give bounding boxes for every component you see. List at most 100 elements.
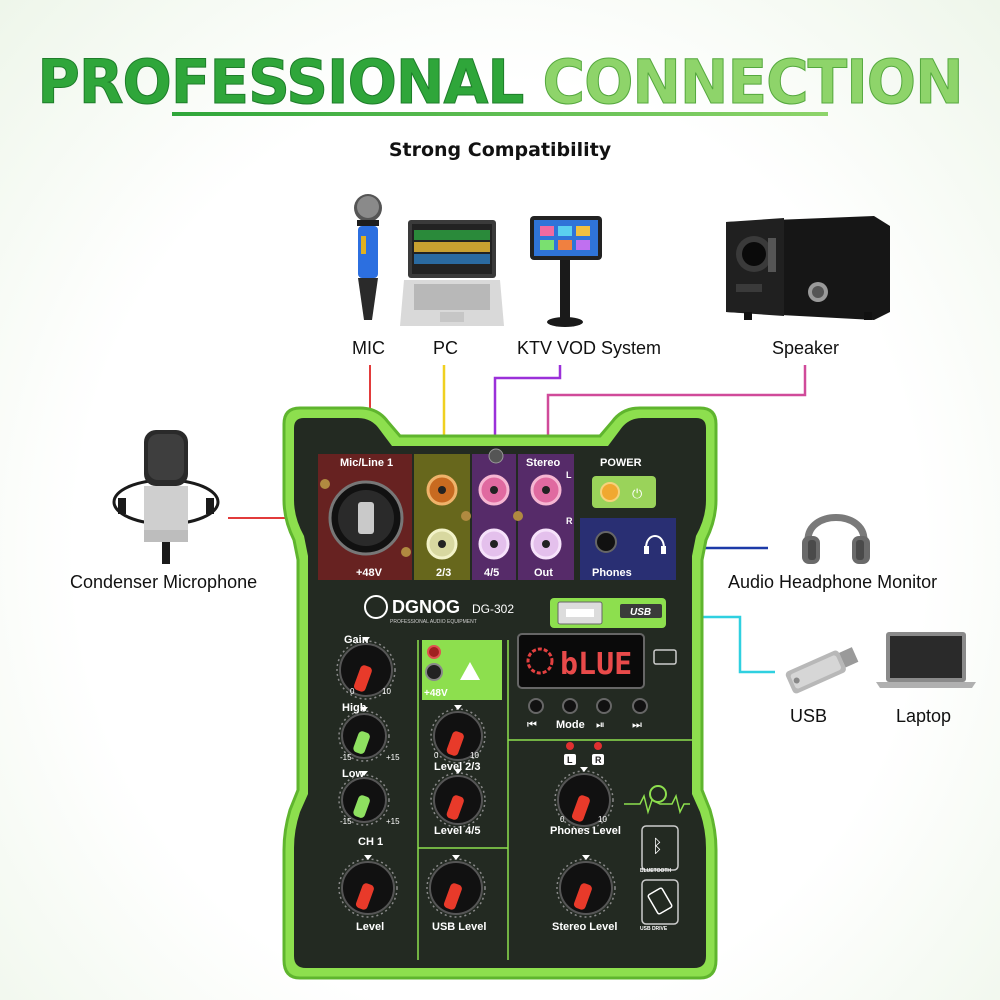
brand-name: DGNOG — [392, 597, 460, 617]
play-pause-button[interactable] — [596, 698, 612, 714]
headset-wave-icon — [624, 793, 690, 815]
port-23-label: 2/3 — [436, 567, 451, 579]
usb-level-knob[interactable] — [426, 855, 486, 918]
usb-drive-label: USB DRIVE — [640, 926, 668, 932]
phantom-label: +48V — [424, 688, 448, 699]
bluetooth-label: BLUETOOTH — [640, 868, 671, 874]
led-l — [566, 742, 574, 750]
power-icon[interactable]: ⏻ — [632, 486, 642, 501]
high-knob[interactable] — [338, 707, 390, 762]
next-icon: ⏭ — [632, 719, 642, 731]
power-led — [600, 482, 620, 502]
port-45-panel — [472, 454, 516, 580]
screw-icon — [320, 479, 330, 489]
phones-panel — [580, 518, 676, 580]
usb-drive-box — [641, 879, 679, 925]
high-label: High — [342, 702, 367, 714]
gain-min-tick: 0 — [350, 687, 355, 696]
usb-level-label: USB Level — [432, 921, 486, 933]
label-ktv: KTV VOD System — [517, 338, 662, 358]
title-word-professional: PROFESSIONAL — [37, 46, 525, 118]
monitor-icon — [653, 649, 677, 665]
usb-drive-icon — [647, 887, 673, 915]
level-45-label: Level 4/5 — [434, 825, 480, 837]
level-23-knob[interactable] — [430, 705, 486, 764]
poster-title: PROFESSIONAL CONNECTION — [0, 46, 1000, 118]
level-label: Level — [356, 921, 384, 933]
out-label: Out — [534, 567, 553, 579]
phones-jack[interactable] — [595, 531, 617, 553]
speaker-icon — [726, 216, 890, 320]
led-l-label: L — [567, 755, 573, 765]
display-text: bLUE — [560, 647, 632, 682]
stereo-label: Stereo — [526, 457, 561, 469]
warning-icon — [460, 662, 480, 680]
power-label: POWER — [600, 457, 642, 469]
phones-label: Phones — [592, 567, 632, 579]
led-r — [594, 742, 602, 750]
level-45-knob[interactable] — [430, 769, 486, 828]
title-word-connection: CONNECTION — [542, 46, 964, 118]
phantom-top-label: +48V — [356, 567, 383, 579]
led-r-label: R — [595, 755, 602, 765]
level-knob[interactable] — [338, 855, 398, 918]
prev-button[interactable] — [528, 698, 544, 714]
handheld-mic-icon — [354, 194, 382, 320]
stereo-level-knob[interactable] — [556, 855, 616, 918]
phones-min-tick: 0 — [560, 815, 565, 824]
laptop-icon — [876, 632, 976, 688]
prev-icon: ⏮ — [527, 719, 537, 731]
low-min-tick: -15 — [340, 817, 352, 826]
phantom-led — [427, 645, 441, 659]
stereo-r-label: R — [566, 516, 573, 526]
ch1-label: CH 1 — [358, 836, 383, 848]
level-23-label: Level 2/3 — [434, 761, 480, 773]
usb-badge: USB — [630, 607, 651, 618]
bluetooth-icon: ᛒ — [652, 836, 663, 856]
stereo-level-label: Stereo Level — [552, 921, 617, 933]
mic-line-label: Mic/Line 1 — [340, 457, 393, 469]
ktv-system-icon — [530, 216, 602, 327]
phones-level-knob[interactable] — [554, 767, 614, 830]
port-45-label: 4/5 — [484, 567, 499, 579]
condenser-mic-icon — [112, 430, 220, 564]
stereo-l-label: L — [566, 470, 572, 480]
next-button[interactable] — [632, 698, 648, 714]
laptop-pc-icon — [400, 220, 504, 326]
brand-logo-icon — [364, 595, 388, 619]
l23-min-tick: 0 — [434, 751, 439, 760]
headphones-icon — [802, 514, 870, 564]
label-pc: PC — [433, 338, 459, 358]
led-display — [517, 633, 645, 689]
gain-knob[interactable] — [336, 637, 396, 700]
phantom-button[interactable] — [425, 663, 443, 681]
usb-stick-icon — [785, 647, 859, 694]
high-min-tick: -15 — [340, 753, 352, 762]
phones-level-label: Phones Level — [550, 825, 621, 837]
label-laptop: Laptop — [896, 706, 952, 726]
bluetooth-box — [641, 825, 679, 871]
play-pause-icon: ⏯ — [596, 719, 605, 731]
label-condenser: Condenser Microphone — [70, 572, 258, 592]
low-label: Low — [342, 768, 364, 780]
headphone-symbol-icon — [645, 535, 665, 549]
low-knob[interactable] — [338, 771, 390, 826]
screw-icon — [488, 448, 504, 464]
label-speaker: Speaker — [772, 338, 840, 358]
low-max-tick: +15 — [386, 817, 400, 826]
display-spinner-icon — [526, 647, 554, 675]
gain-label: Gain — [344, 634, 369, 646]
mode-button[interactable] — [562, 698, 578, 714]
mode-label: Mode — [556, 719, 585, 731]
label-headphone: Audio Headphone Monitor — [728, 572, 938, 592]
screw-icon — [513, 511, 523, 521]
l23-max-tick: 10 — [470, 751, 479, 760]
screw-icon — [401, 547, 411, 557]
label-mic: MIC — [352, 338, 385, 358]
screw-icon — [461, 511, 471, 521]
phones-max-tick: 10 — [598, 815, 607, 824]
title-underline — [172, 112, 828, 116]
model-number: DG-302 — [472, 602, 514, 616]
